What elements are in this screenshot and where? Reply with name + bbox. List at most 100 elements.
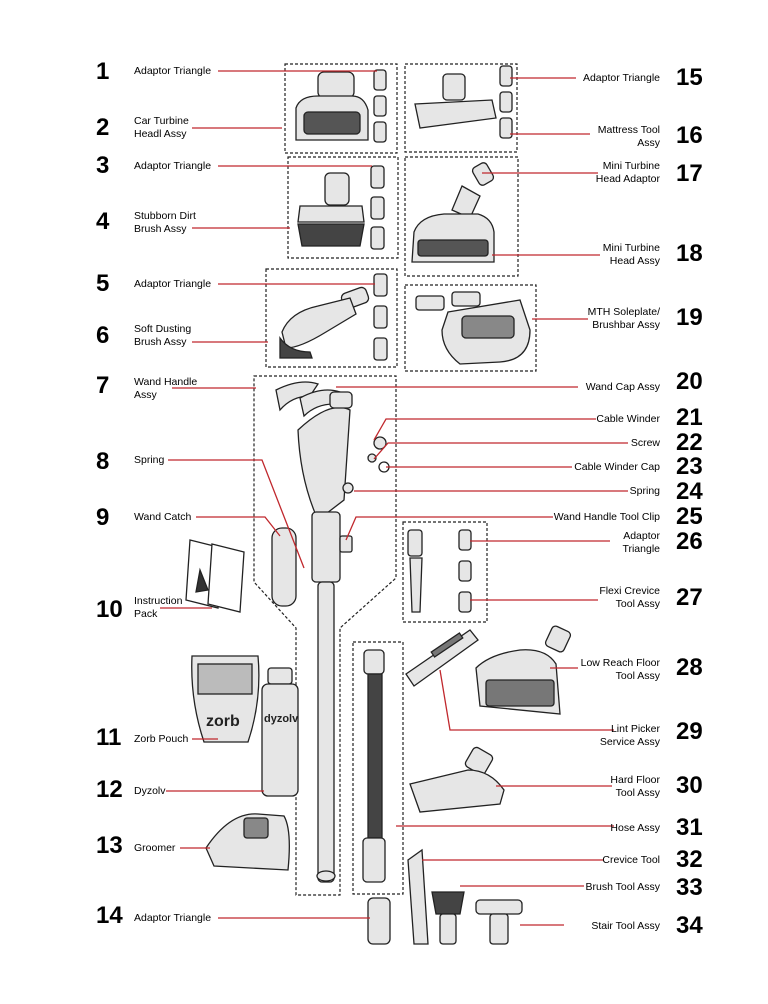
wand-handle-drawing <box>271 381 390 883</box>
stair-tool-drawing <box>475 899 523 945</box>
part-number-8: 8 <box>96 448 110 475</box>
soft-dusting-brush-drawing <box>279 286 370 359</box>
part-label-9: Wand Catch <box>134 511 192 523</box>
part-number-12: 12 <box>96 776 123 803</box>
part-number-13: 13 <box>96 832 123 859</box>
part-label-32: Crevice Tool <box>602 854 660 866</box>
part-number-11: 11 <box>96 724 122 751</box>
part-number-28: 28 <box>676 654 703 681</box>
stubborn-dirt-brush-drawing <box>297 172 365 247</box>
part-number-25: 25 <box>676 503 703 530</box>
part-label-11: Zorb Pouch <box>134 733 189 745</box>
brush-tool-drawing <box>431 891 465 945</box>
part-number-16: 16 <box>676 122 703 149</box>
part-drawings: zorb dyzolv <box>185 65 572 945</box>
part-number-34: 34 <box>676 912 703 939</box>
lint-picker-drawing <box>405 629 479 687</box>
part-number-17: 17 <box>676 160 703 187</box>
dyzolv-bottle-drawing: dyzolv <box>261 667 299 797</box>
part-number-5: 5 <box>96 270 110 297</box>
part-number-26: 26 <box>676 528 703 555</box>
part-number-24: 24 <box>676 478 703 505</box>
adaptor-stack-3 <box>370 165 385 250</box>
hard-floor-tool-drawing <box>409 746 505 813</box>
part-label-3: Adaptor Triangle <box>134 160 212 172</box>
part-number-20: 20 <box>676 368 703 395</box>
part-label-34: Stair Tool Assy <box>591 920 660 932</box>
part-label-13: Groomer <box>134 842 176 854</box>
mth-soleplate-drawing <box>415 291 531 365</box>
part-number-4: 4 <box>96 208 110 235</box>
part-number-15: 15 <box>676 64 703 91</box>
part-label-22: Screw <box>630 437 660 449</box>
flexi-crevice-drawing <box>407 529 423 613</box>
hose-drawing <box>362 649 386 883</box>
car-turbine-head-drawing <box>295 71 369 141</box>
groomer-drawing <box>205 813 290 871</box>
adaptor-stack-26 <box>458 529 472 613</box>
part-label-33: Brush Tool Assy <box>585 881 660 893</box>
part-number-3: 3 <box>96 152 110 179</box>
part-number-23: 23 <box>676 453 703 480</box>
part-number-14: 14 <box>96 902 123 929</box>
part-number-9: 9 <box>96 504 110 531</box>
part-label-8: Spring <box>134 454 165 466</box>
part-number-18: 18 <box>676 240 703 267</box>
wand-group-outline <box>253 375 397 896</box>
adaptor-stack-1 <box>373 69 387 143</box>
part-label-1: Adaptor Triangle <box>134 65 212 77</box>
part-number-10: 10 <box>96 596 123 623</box>
part-number-1: 1 <box>96 58 110 85</box>
adaptor-stack-15 <box>499 65 513 139</box>
part-label-31: Hose Assy <box>610 822 660 834</box>
part-number-32: 32 <box>676 846 703 873</box>
instruction-pack-drawing <box>185 539 245 613</box>
part-label-5: Adaptor Triangle <box>134 278 212 290</box>
part-label-24: Spring <box>629 485 660 497</box>
low-reach-floor-tool-drawing <box>475 625 572 715</box>
part-number-31: 31 <box>676 814 703 841</box>
group-boxes <box>253 63 537 896</box>
zorb-pouch-drawing: zorb <box>191 655 260 743</box>
mini-turbine-head-drawing <box>411 162 495 263</box>
mattress-tool-drawing <box>414 73 497 129</box>
part-label-14: Adaptor Triangle <box>134 912 212 924</box>
leader-lines <box>160 70 628 926</box>
part-number-22: 22 <box>676 429 703 456</box>
adaptor-14-drawing <box>367 897 391 945</box>
part-number-19: 19 <box>676 304 703 331</box>
part-number-27: 27 <box>676 584 703 611</box>
part-label-12: Dyzolv <box>134 785 166 797</box>
part-number-7: 7 <box>96 372 110 399</box>
part-label-23: Cable Winder Cap <box>574 461 660 473</box>
part-number-2: 2 <box>96 114 110 141</box>
part-number-21: 21 <box>676 404 703 431</box>
part-number-33: 33 <box>676 874 703 901</box>
adaptor-stack-5 <box>373 273 388 361</box>
svg-text:zorb: zorb <box>206 713 240 730</box>
part-label-20: Wand Cap Assy <box>585 381 660 393</box>
part-label-19: MTH Soleplate/Brushbar Assy <box>587 306 660 331</box>
svg-text:dyzolv: dyzolv <box>264 713 299 725</box>
part-label-21: Cable Winder <box>596 413 660 425</box>
part-label-15: Adaptor Triangle <box>582 72 660 84</box>
part-label-25: Wand Handle Tool Clip <box>553 511 660 523</box>
part-number-30: 30 <box>676 772 703 799</box>
part-number-6: 6 <box>96 322 110 349</box>
part-number-29: 29 <box>676 718 703 745</box>
crevice-tool-drawing <box>407 848 429 945</box>
